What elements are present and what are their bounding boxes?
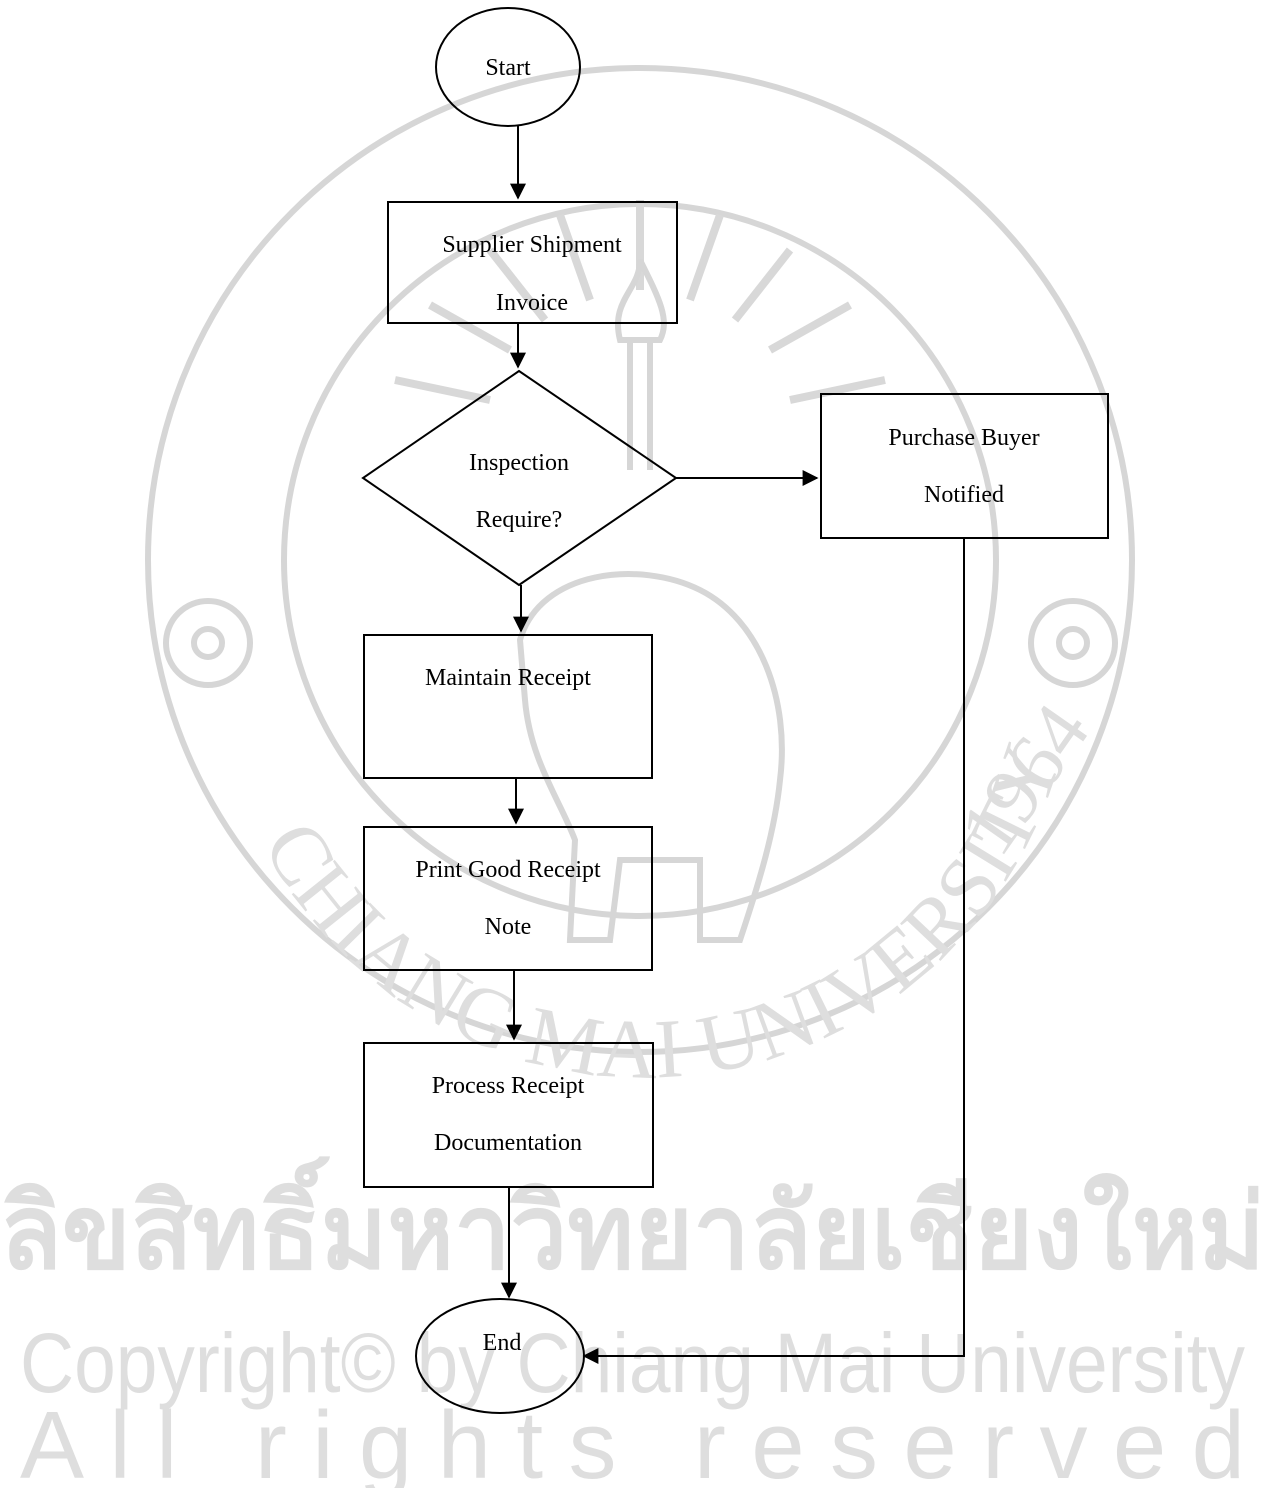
buyer-label-line2: Notified: [924, 482, 1004, 508]
seal-sunburst: [394, 200, 886, 404]
seal-outer-ring: [145, 65, 1135, 1055]
seal-elephant-icon: [516, 571, 785, 943]
seal-flower-left-icon: [163, 598, 253, 688]
seal-flower-right-icon: [1028, 598, 1118, 688]
node-start: Start: [435, 7, 581, 127]
connectors: [501, 125, 965, 1364]
maintain-label: Maintain Receipt: [425, 665, 591, 691]
watermark-copyright-text: Copyright© by Chiang Mai University: [20, 1316, 1245, 1410]
node-purchase-buyer-notified: Purchase Buyer Notified: [820, 393, 1109, 539]
supplier-process-box: [387, 201, 678, 324]
node-inspection-decision: Inspection Require?: [361, 369, 678, 587]
node-end: End: [415, 1298, 585, 1414]
seal-torch-icon: [615, 258, 667, 470]
arrow-buyer-to-end: [582, 537, 965, 1364]
print-process-box: [363, 826, 653, 971]
node-process-receipt-documentation: Process Receipt Documentation: [363, 1042, 654, 1188]
print-label-line1: Print Good Receipt: [415, 857, 601, 883]
maintain-process-box: [363, 634, 653, 779]
start-terminator-shape: [435, 7, 581, 127]
end-terminator-shape: [415, 1298, 585, 1414]
process-label-line2: Documentation: [434, 1130, 582, 1156]
watermark-footer: ลิขสิทธิ์มหาวิทยาลัยเชียงใหม่ Copyright©…: [0, 1156, 1265, 1488]
supplier-label-line2: Invoice: [496, 290, 568, 316]
watermark-seal: CHIANG MAI UNIVERSITY 1964: [145, 65, 1135, 1097]
supplier-label-line1: Supplier Shipment: [442, 232, 622, 258]
buyer-label-line1: Purchase Buyer: [888, 425, 1039, 451]
node-supplier-shipment-invoice: Supplier Shipment Invoice: [387, 201, 678, 324]
watermark-thai-text: ลิขสิทธิ์มหาวิทยาลัยเชียงใหม่: [0, 1156, 1265, 1291]
end-label: End: [483, 1330, 522, 1356]
node-print-good-receipt-note: Print Good Receipt Note: [363, 826, 653, 971]
inspection-label-line1: Inspection: [469, 450, 569, 476]
process-label-line1: Process Receipt: [432, 1073, 585, 1099]
seal-inner-ring: [281, 201, 999, 919]
inspection-decision-diamond: [361, 369, 678, 587]
node-maintain-receipt: Maintain Receipt: [363, 634, 653, 779]
process-process-box: [363, 1042, 654, 1188]
inspection-label-line2: Require?: [476, 507, 563, 533]
start-label: Start: [485, 55, 531, 81]
buyer-process-box: [820, 393, 1109, 539]
print-label-line2: Note: [485, 914, 532, 940]
